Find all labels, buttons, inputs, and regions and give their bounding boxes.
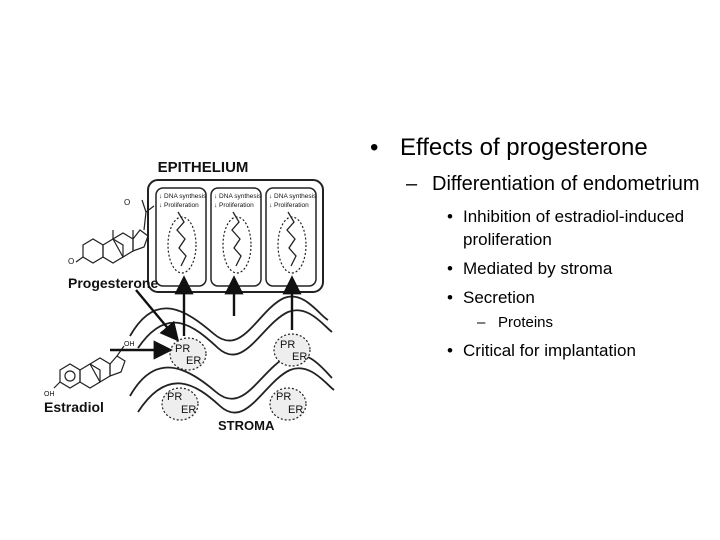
- bullet-proteins: – Proteins: [370, 313, 710, 333]
- bullet-effects-of-progesterone: • Effects of progesterone: [370, 132, 710, 164]
- epithelial-cell-3: ↓ DNA synthesis ↓ Proliferation: [265, 187, 317, 287]
- bullet-marker: •: [447, 288, 453, 307]
- er-label: ER: [288, 404, 303, 416]
- nucleus-squiggle: [231, 211, 242, 267]
- bullet-marker: •: [447, 341, 453, 360]
- bullet-secretion: • Secretion: [370, 286, 710, 309]
- pr-label: PR: [175, 343, 190, 355]
- bullet-marker: –: [477, 314, 486, 331]
- estradiol-atom-oh: OH: [44, 391, 55, 398]
- progesterone-arrow: [135, 289, 180, 342]
- bullet-marker: •: [447, 207, 453, 226]
- cell-1-effect-dna: ↓ DNA synthesis: [159, 193, 207, 200]
- bullet-critical-for-implantation: • Critical for implantation: [370, 339, 710, 362]
- bullet-text: Differentiation of endometrium: [432, 173, 700, 195]
- bullet-marker: •: [370, 134, 379, 161]
- cell-2-effect-proliferation: ↓ Proliferation: [214, 202, 254, 209]
- er-label: ER: [186, 355, 201, 367]
- receptor-group-1: PR ER: [169, 337, 207, 371]
- estradiol-structure-icon: [53, 345, 126, 389]
- cell-3-effect-proliferation: ↓ Proliferation: [269, 202, 309, 209]
- estradiol-atom-oh-top: OH: [124, 341, 135, 348]
- cell-1-effect-proliferation: ↓ Proliferation: [159, 202, 199, 209]
- progesterone-atom-o: O: [124, 198, 130, 207]
- bullet-text: Mediated by stroma: [463, 259, 613, 278]
- bullet-marker: •: [447, 259, 453, 278]
- receptor-group-4: PR ER: [269, 387, 307, 421]
- nucleus-outline: [277, 216, 307, 274]
- progesterone-structure-icon: [75, 199, 155, 264]
- receptor-group-3: PR ER: [161, 387, 199, 421]
- bullet-text: Secretion: [463, 288, 535, 307]
- pr-label: PR: [276, 391, 291, 403]
- diagram-canvas: EPITHELIUM ↓ DNA synthesis ↓ Proliferati…: [44, 159, 335, 433]
- bullet-text: Proteins: [498, 314, 554, 331]
- er-label: ER: [181, 404, 196, 416]
- estradiol-label: Estradiol: [44, 399, 104, 415]
- receptor-group-2: PR ER: [273, 333, 311, 367]
- nucleus-squiggle: [176, 211, 187, 267]
- bullet-marker: –: [406, 173, 418, 195]
- pr-label: PR: [167, 391, 182, 403]
- nucleus-squiggle: [286, 211, 297, 267]
- bullet-text: Inhibition of estradiol-induced prolifer…: [463, 207, 685, 249]
- bullet-text: Critical for implantation: [463, 341, 636, 360]
- pr-label: PR: [280, 339, 295, 351]
- stroma-label: STROMA: [218, 418, 275, 433]
- bullet-differentiation: – Differentiation of endometrium: [370, 170, 710, 199]
- bullet-text: Effects of progesterone: [400, 134, 648, 161]
- epithelial-cell-2: ↓ DNA synthesis ↓ Proliferation: [210, 187, 262, 287]
- epithelial-cell-1: ↓ DNA synthesis ↓ Proliferation: [155, 187, 207, 287]
- bullet-mediated-by-stroma: • Mediated by stroma: [370, 257, 710, 280]
- signal-arrows: [110, 275, 302, 360]
- epithelium-label: EPITHELIUM: [158, 159, 249, 176]
- cell-3-effect-dna: ↓ DNA synthesis: [269, 193, 317, 200]
- progesterone-atom-o-lower: O: [68, 257, 74, 266]
- nucleus-outline: [222, 216, 252, 274]
- bullet-list: • Effects of progesterone – Differentiat…: [370, 132, 710, 362]
- nucleus-outline: [167, 216, 197, 274]
- progesterone-label: Progesterone: [68, 275, 158, 291]
- bullet-inhibition: • Inhibition of estradiol-induced prolif…: [370, 205, 710, 251]
- hormone-action-diagram: EPITHELIUM ↓ DNA synthesis ↓ Proliferati…: [38, 150, 338, 442]
- cell-2-effect-dna: ↓ DNA synthesis: [214, 193, 262, 200]
- er-label: ER: [292, 351, 307, 363]
